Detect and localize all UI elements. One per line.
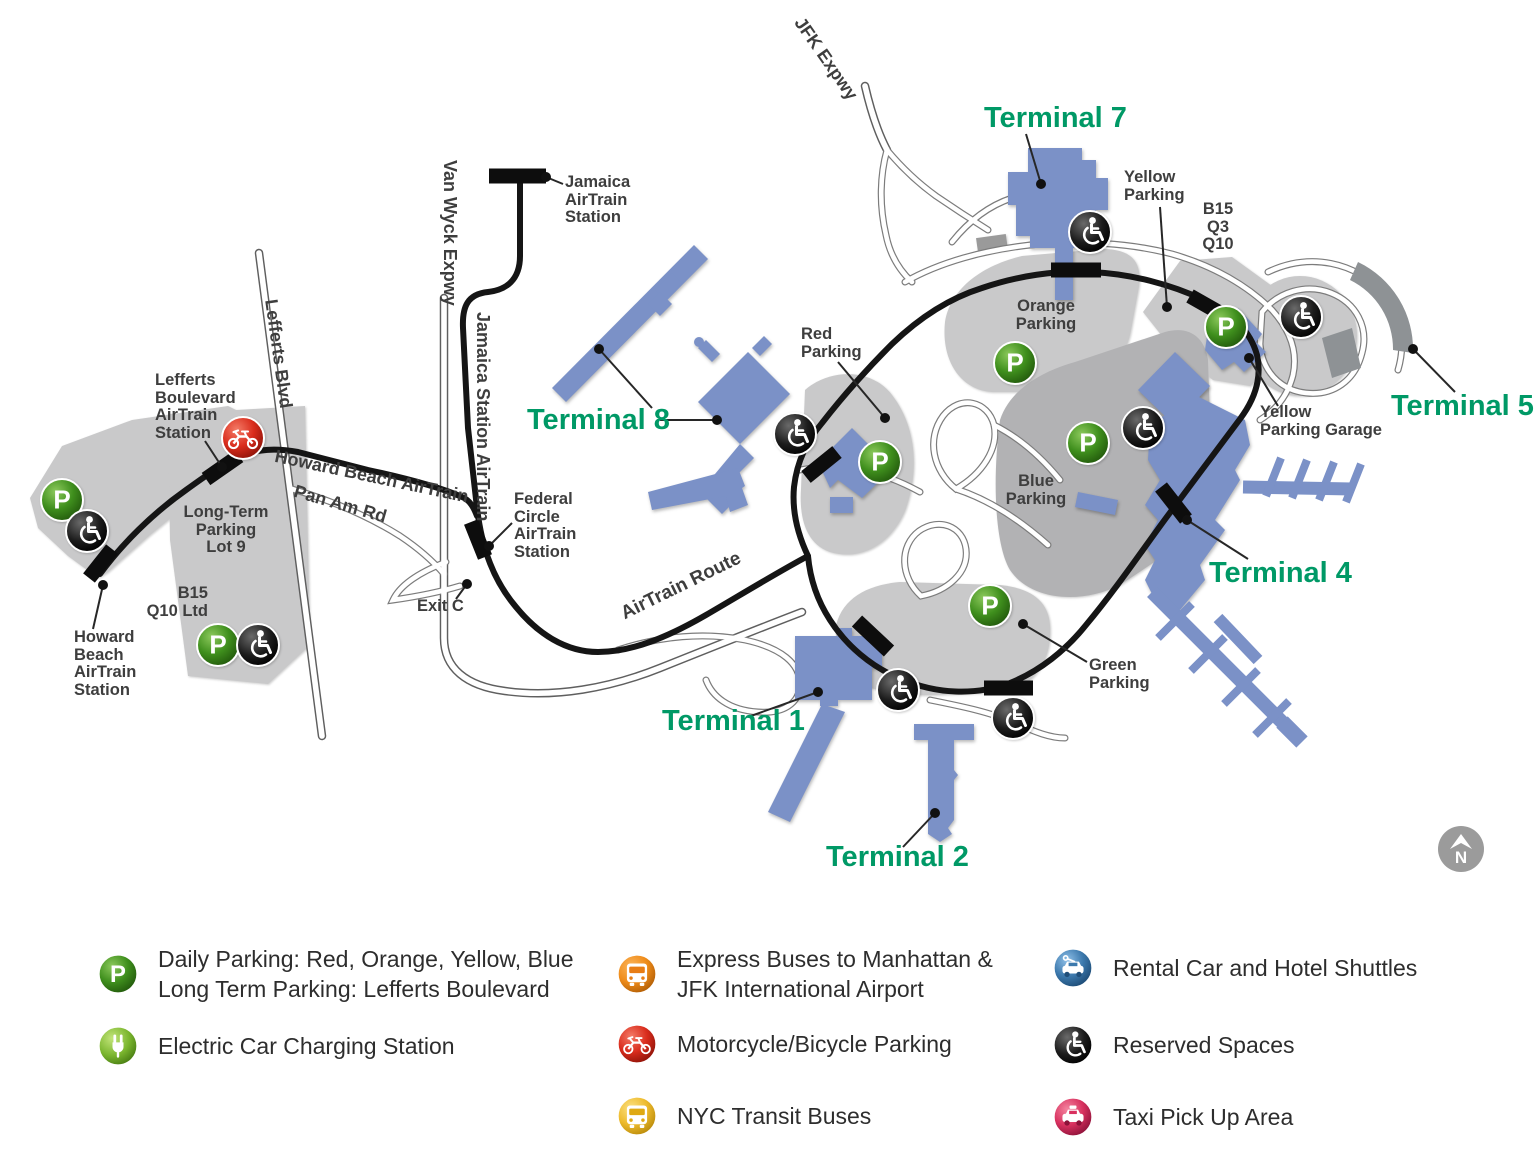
rail-label-jamaica-line: Jamaica Station AirTrain [473,312,493,522]
parking-label-blue: Blue Parking [1005,472,1067,508]
parking-icon [1066,421,1110,465]
reserved-spaces-icon [1120,405,1166,451]
road-label-van-wyck: Van Wyck Expwy [440,160,460,306]
parking-label-yellow-garage: Yellow Parking Garage [1260,403,1382,439]
reserved-spaces-icon [1278,294,1324,340]
terminal-7-label: Terminal 7 [984,102,1127,134]
transit-bus-icon [616,1095,658,1137]
road-label-exit-c: Exit C [417,597,464,615]
legend-item-express-bus: Express Buses to Manhattan & JFK Interna… [615,944,993,1005]
legend-label: Rental Car and Hotel Shuttles [1113,954,1418,981]
station-label-federal-circle: Federal Circle AirTrain Station [514,490,577,561]
reserved-spaces-icon [875,667,921,713]
callouts [92,133,1456,848]
terminal-2-label: Terminal 2 [826,841,969,873]
parking-label-yellow: Yellow Parking [1124,168,1185,204]
station-label-jamaica: Jamaica AirTrain Station [565,173,631,227]
legend-label: NYC Transit Buses [677,1102,872,1129]
parking-icon [97,954,139,995]
legend-item-motorcycle-parking: Motorcycle/Bicycle Parking [615,1022,952,1066]
legend-item-daily-parking: Daily Parking: Red, Orange, Yellow, Blue… [96,944,574,1005]
airtrain-lines [97,177,1262,695]
ev-charging-icon [97,1025,139,1067]
reserved-spaces-icon [990,695,1036,741]
terminal-5-shapes [1322,262,1414,378]
legend-label: Reserved Spaces [1113,1031,1295,1058]
parking-icon [993,341,1037,385]
legend-item-taxi: Taxi Pick Up Area [1051,1095,1293,1139]
legend-label: Daily Parking: Red, Orange, Yellow, Blue… [158,946,574,1003]
parking-icon [196,623,240,667]
reserved-spaces-icon [235,622,281,668]
terminal-8-label: Terminal 8 [527,404,670,436]
reserved-spaces-icon [64,508,110,554]
parking-label-long-term: Long-Term Parking Lot 9 [183,503,269,557]
terminal-4-label: Terminal 4 [1209,557,1352,589]
parking-label-red: Red Parking [801,325,862,361]
reserved-spaces-icon [1067,209,1113,255]
parking-icon [858,440,902,484]
legend-label: Taxi Pick Up Area [1113,1103,1294,1130]
station-label-lefferts: Lefferts Boulevard AirTrain Station [155,371,236,442]
parking-label-green: Green Parking [1089,656,1150,692]
terminal-1-label: Terminal 1 [662,705,805,737]
reserved-spaces-icon [1052,1024,1094,1066]
compass-north-icon [1438,826,1484,872]
legend-item-reserved-spaces: Reserved Spaces [1051,1023,1295,1067]
parking-label-orange: Orange Parking [1015,297,1077,333]
legend-label: Electric Car Charging Station [158,1032,455,1059]
terminal-5-label: Terminal 5 [1391,390,1534,422]
station-label-howard-beach: Howard Beach AirTrain Station [74,628,137,699]
legend-item-ev-charging: Electric Car Charging Station [96,1024,455,1068]
taxi-icon [1052,1096,1094,1138]
parking-icon [968,584,1012,628]
legend-item-transit-bus: NYC Transit Buses [615,1094,871,1138]
reserved-spaces-icon [772,411,818,457]
legend-item-rental-shuttle: Rental Car and Hotel Shuttles [1051,946,1417,990]
legend-label: Express Buses to Manhattan & JFK Interna… [677,946,993,1003]
terminal-4-piers [1147,456,1365,748]
motorcycle-parking-icon [616,1023,658,1065]
bus-label-b15-q10: B15 Q10 Ltd [146,584,208,620]
legend-label: Motorcycle/Bicycle Parking [677,1030,952,1057]
express-bus-icon [616,954,658,995]
parking-icon [1204,305,1248,349]
rental-shuttle-icon [1052,947,1094,989]
bus-label-b15-q3-q10: B15 Q3 Q10 [1202,200,1234,254]
